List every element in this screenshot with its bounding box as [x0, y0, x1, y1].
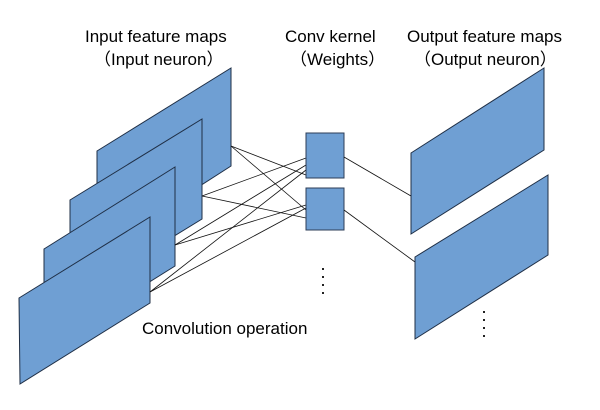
conv-kernel-2 — [305, 187, 345, 231]
kernel-output-connections — [343, 156, 416, 263]
input-subtitle: （Input neuron） — [94, 50, 224, 69]
input-kernel-connections — [149, 145, 307, 293]
input-title: Input feature maps — [85, 27, 227, 46]
output-ellipsis — [483, 311, 485, 337]
output-subtitle: （Output neuron） — [414, 50, 557, 69]
output-feature-map-1 — [410, 67, 545, 235]
kernel-title: Conv kernel — [285, 27, 376, 46]
kernel-ellipsis — [322, 268, 324, 294]
conv-kernel-1 — [305, 132, 345, 179]
operation-label: Convolution operation — [142, 319, 308, 338]
output-title: Output feature maps — [407, 27, 562, 46]
input-feature-map-4 — [18, 216, 151, 385]
output-feature-map-2 — [414, 174, 549, 340]
kernel-subtitle: （Weights） — [290, 50, 386, 69]
